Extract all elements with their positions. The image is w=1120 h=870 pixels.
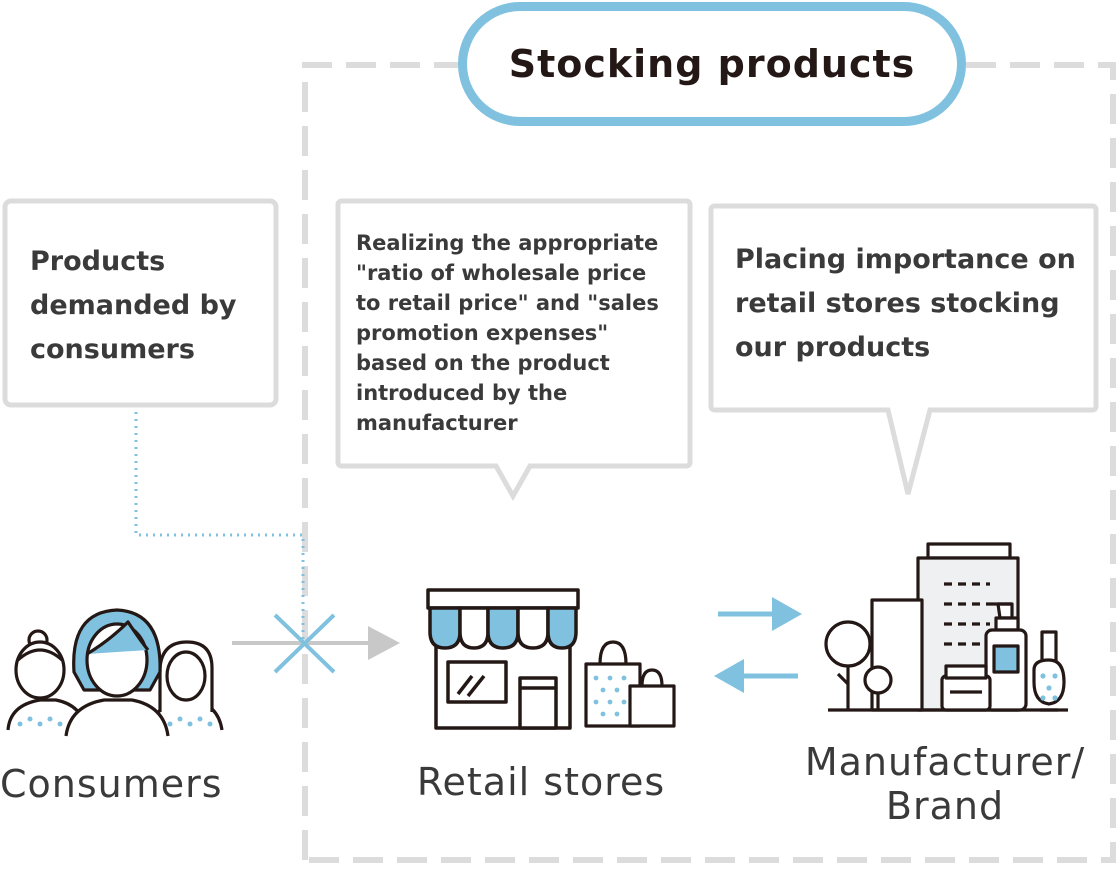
demand-connector: [134, 412, 305, 640]
cosmetics-icon: [940, 602, 1066, 712]
retail-bubble: [335, 198, 693, 502]
bubble-line: retail stores stocking: [735, 288, 1060, 319]
bubble-line: to retail price" and "sales: [356, 291, 659, 315]
retail-stores-label: Retail stores: [416, 760, 666, 804]
consumer-shirt-dots: [17, 716, 213, 727]
retail-bubble-text: Realizing the appropriate "ratio of whol…: [356, 228, 682, 438]
bubble-line: Placing importance on: [735, 244, 1076, 275]
retail-to-maker-arrow: [718, 597, 802, 631]
manufacturer-brand-label: Manufacturer/ Brand: [800, 740, 1090, 828]
bubble-line: demanded by: [30, 290, 237, 321]
stocking-products-title: Stocking products: [458, 2, 966, 126]
consumers-bubble: [2, 198, 279, 408]
bubble-line: our products: [735, 332, 931, 363]
bubble-line: Products: [30, 246, 166, 277]
consumers-bubble-text: Products demanded by consumers: [30, 240, 262, 372]
stocking-frame: [302, 62, 1116, 863]
maker-bubble: [708, 203, 1099, 495]
bubble-line: consumers: [30, 334, 195, 365]
bubble-line: "ratio of wholesale price: [356, 261, 647, 285]
manufacturer-buildings-icon: [824, 542, 1068, 712]
maker-to-retail-arrow: [714, 659, 798, 693]
bubble-line: based on the product: [356, 351, 610, 375]
bubble-line: Realizing the appropriate: [356, 231, 659, 255]
consumers-label: Consumers: [0, 762, 223, 806]
shopping-bags-icon: [584, 640, 676, 728]
bubble-line: manufacturer: [356, 411, 518, 435]
retail-store-icon: [426, 588, 580, 730]
maker-label-line: Brand: [885, 784, 1005, 828]
bubble-line: promotion expenses": [356, 321, 609, 345]
title-text: Stocking products: [508, 42, 916, 86]
blocked-cross-icon: [273, 613, 336, 674]
consumers-icon: [6, 608, 224, 737]
maker-label-line: Manufacturer/: [804, 740, 1086, 784]
bag-dots: [593, 675, 627, 717]
bubble-line: introduced by the: [356, 381, 568, 405]
cosmetics-dots: [1040, 673, 1058, 701]
maker-bubble-text: Placing importance on retail stores stoc…: [735, 238, 1087, 370]
